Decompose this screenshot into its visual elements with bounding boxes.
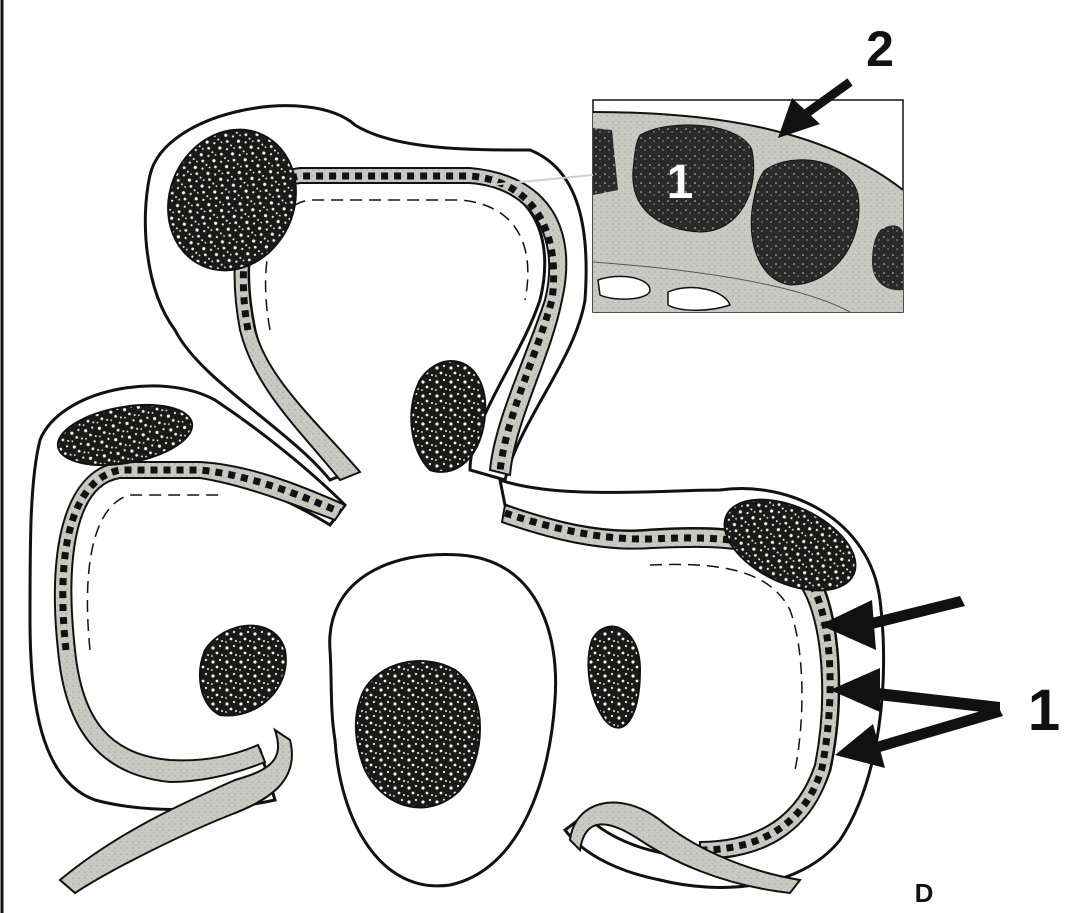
arrows-label-1: 1 xyxy=(820,596,1060,768)
arrow-1b-shaft xyxy=(878,688,1000,714)
inset-magnified-view: 1 xyxy=(593,100,903,312)
right-lobe-inner-dashes xyxy=(650,564,802,770)
right-lobe xyxy=(500,480,884,893)
arrow-1c-shaft xyxy=(876,706,1003,752)
central-nucleus xyxy=(356,661,480,807)
right-lobe-stalk xyxy=(588,627,640,728)
left-lobe xyxy=(30,386,345,893)
central-body xyxy=(330,554,556,885)
top-lobe-inner-dashes xyxy=(266,200,528,330)
label-2: 2 xyxy=(866,21,894,77)
inset-label-1: 1 xyxy=(667,156,694,209)
left-lobe-inner-dashes xyxy=(87,495,220,650)
panel-letter: D xyxy=(915,878,934,908)
left-lobe-stalk xyxy=(200,626,286,716)
label-1-right: 1 xyxy=(1028,678,1060,743)
